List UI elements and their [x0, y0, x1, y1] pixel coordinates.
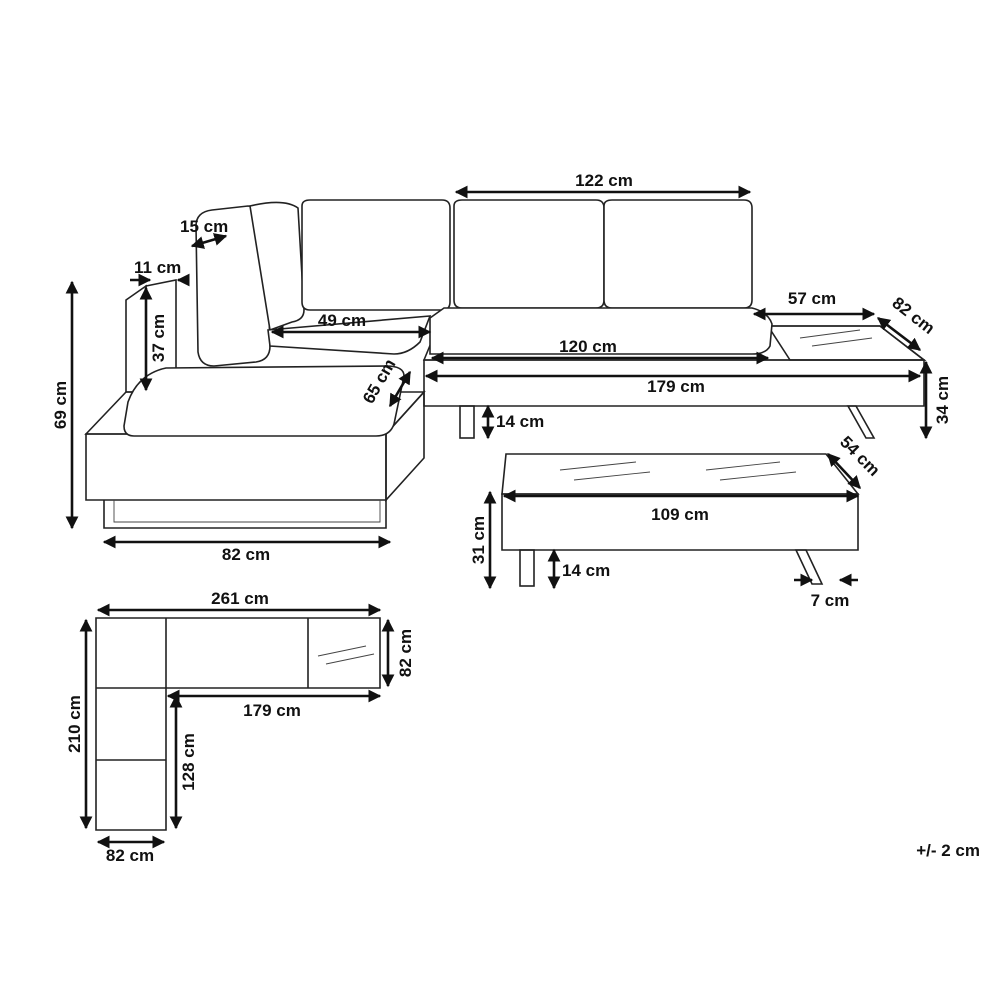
label-plan-total-length: 261 cm: [211, 589, 269, 608]
label-back-cushion-width: 122 cm: [575, 171, 633, 190]
dimension-labels: 122 cm 15 cm 11 cm 69 cm 37 cm 49 cm 120…: [51, 171, 980, 865]
label-total-height: 69 cm: [51, 381, 70, 429]
label-plan-inner-width: 128 cm: [179, 733, 198, 791]
label-sofa-leg-height: 14 cm: [496, 412, 544, 431]
cushions: [123, 199, 773, 437]
label-table-leg-height: 14 cm: [562, 561, 610, 580]
floor-plan: [95, 617, 381, 831]
label-backrest-height: 37 cm: [149, 314, 168, 362]
label-plan-depth: 82 cm: [396, 629, 415, 677]
label-armrest-thickness: 15 cm: [180, 217, 228, 236]
label-seat-cushion-width: 120 cm: [559, 337, 617, 356]
label-table-leg-width: 7 cm: [811, 591, 850, 610]
label-corner-seat-width: 49 cm: [318, 311, 366, 330]
label-sofa-length: 179 cm: [647, 377, 705, 396]
label-table-height: 31 cm: [469, 516, 488, 564]
label-side-panel-thickness: 11 cm: [134, 258, 181, 277]
label-plan-inner-length: 179 cm: [243, 701, 301, 720]
label-plan-bottom-width: 82 cm: [106, 846, 154, 865]
label-table-length: 109 cm: [651, 505, 709, 524]
label-table-depth: 54 cm: [836, 432, 884, 480]
label-tolerance: +/- 2 cm: [916, 841, 980, 860]
label-chaise-end-width: 57 cm: [788, 289, 836, 308]
label-sofa-frame-height: 34 cm: [933, 376, 952, 424]
label-corner-width: 82 cm: [222, 545, 270, 564]
label-plan-total-width: 210 cm: [65, 695, 84, 753]
dimension-lines: [65, 185, 933, 849]
